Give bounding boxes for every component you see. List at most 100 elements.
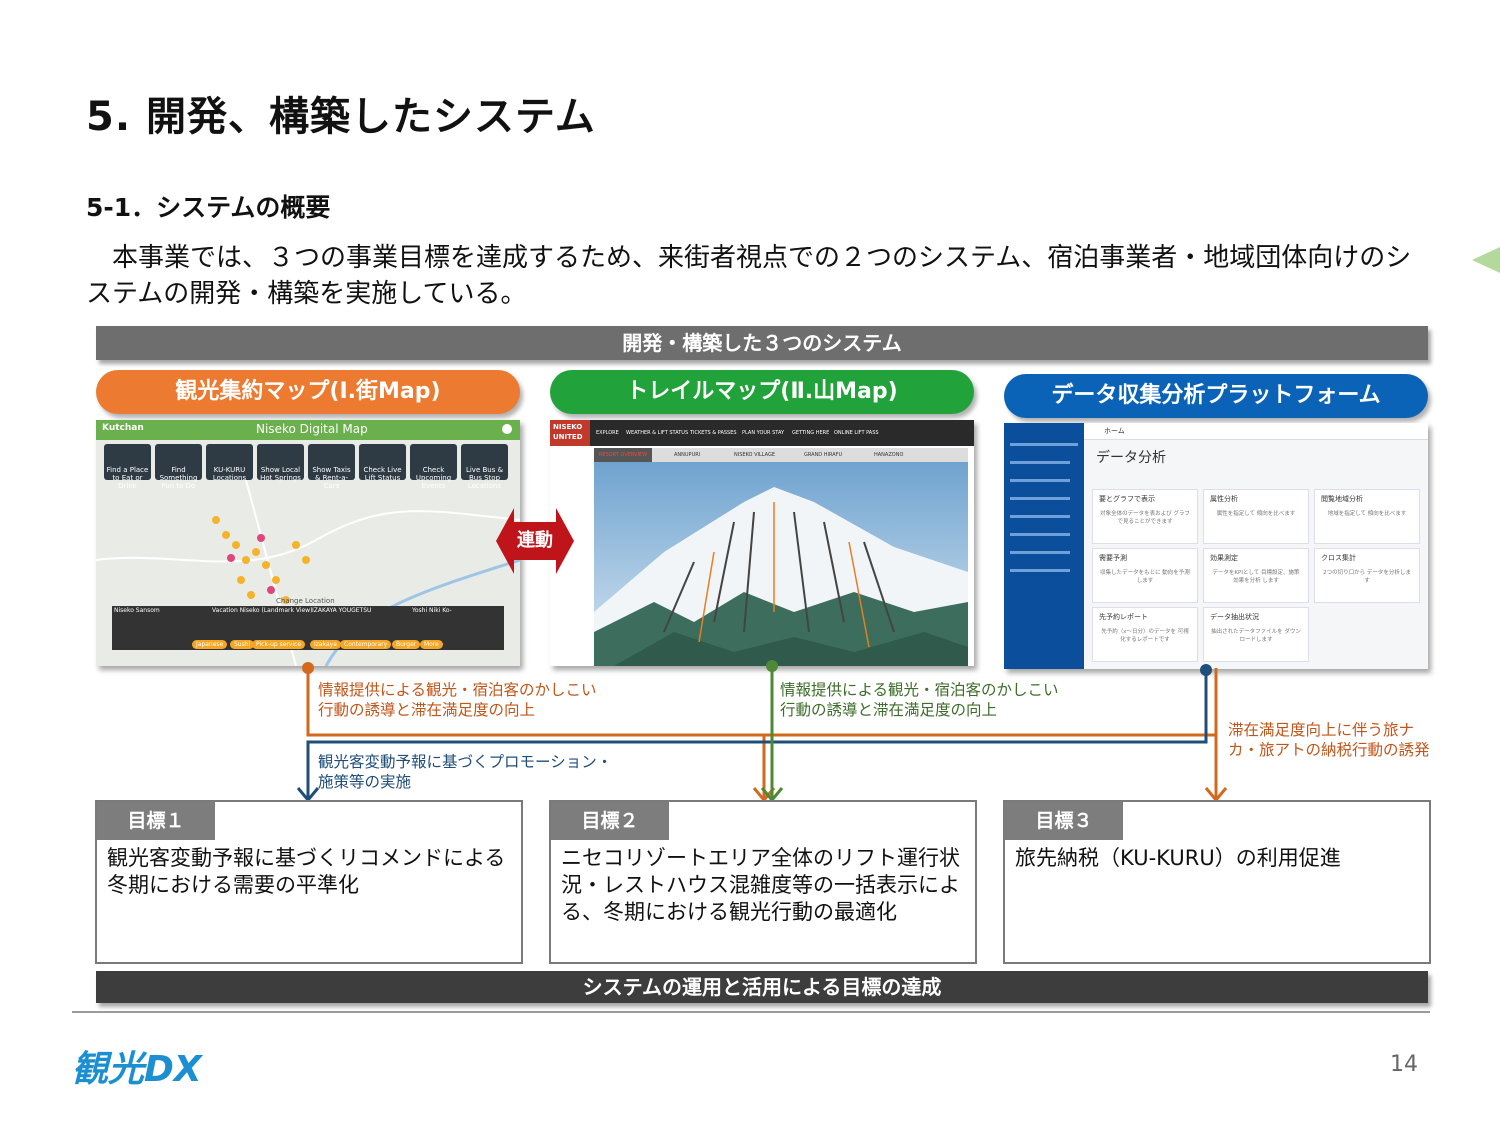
goal-tag-3: 目標３ bbox=[1005, 802, 1123, 840]
intro-paragraph: 本事業では、３つの事業目標を達成するため、来街者視点での２つのシステム、宿泊事業… bbox=[86, 240, 1416, 312]
chip[interactable]: Burger bbox=[392, 640, 420, 649]
footer-divider bbox=[72, 1011, 1430, 1013]
sidebar-item[interactable] bbox=[1010, 443, 1078, 446]
achievement-banner: システムの運用と活用による目標の達成 bbox=[96, 971, 1428, 1003]
analysis-card[interactable]: 効果測定データをKPIとして 目標設定、施策効果を分析 します bbox=[1203, 548, 1309, 603]
analysis-card-body: データをKPIとして 目標設定、施策効果を分析 します bbox=[1210, 569, 1302, 585]
photo-label: IZAKAYA YOUGETSU bbox=[312, 607, 371, 614]
section-subtitle: 5-1．システムの概要 bbox=[86, 188, 330, 224]
analysis-card[interactable]: 要とグラフで表示対象全体のデータを表および グラフで見ることができます bbox=[1092, 489, 1198, 544]
analysis-card[interactable]: 属性分析属性を指定して 傾向を比べます bbox=[1203, 489, 1309, 544]
platform-topbar: ホーム bbox=[1084, 423, 1428, 440]
sidebar-item[interactable] bbox=[1010, 461, 1070, 464]
button-kukuru[interactable]: KU-KURU Locations bbox=[206, 444, 253, 480]
analysis-card-body: 対象全体のデータを表および グラフで見ることができます bbox=[1099, 510, 1191, 526]
analysis-card-title: データ抽出状況 bbox=[1210, 612, 1259, 622]
button-hot-springs[interactable]: Show Local Hot Springs bbox=[257, 444, 304, 480]
analysis-card-title: クロス集計 bbox=[1321, 553, 1356, 563]
analysis-heading: データ分析 bbox=[1096, 447, 1166, 467]
tab-grand-hirafu[interactable]: GRAND HIRAFU bbox=[804, 448, 842, 462]
nav-triangle-icon[interactable] bbox=[1472, 247, 1500, 273]
chip[interactable]: Izakaya bbox=[310, 640, 341, 649]
town-map-screenshot: Kutchan Niseko Digital Map Find a Place … bbox=[96, 420, 520, 666]
sidebar-item[interactable] bbox=[1010, 569, 1070, 572]
analysis-card[interactable]: クロス集計 2つの切り口から データを分析します bbox=[1314, 548, 1420, 603]
button-bus[interactable]: Live Bus & Bus Stop Locations bbox=[461, 444, 508, 480]
tab-hanazono[interactable]: HANAZONO bbox=[874, 448, 903, 462]
topbar-title: ホーム bbox=[1104, 426, 1125, 436]
analysis-card-body: 先予約（x〜日分）のデータを 可視化するレポートです bbox=[1099, 628, 1191, 644]
analysis-cards: 要とグラフで表示対象全体のデータを表および グラフで見ることができます属性分析属… bbox=[1092, 489, 1422, 665]
sidebar-item[interactable] bbox=[1010, 515, 1070, 518]
analysis-card-body: 2つの切り口から データを分析します bbox=[1321, 569, 1413, 585]
button-lift-status[interactable]: Check Live Lift Status bbox=[359, 444, 406, 480]
goal-box-3: 目標３ 旅先納税（KU-KURU）の利用促進 bbox=[1003, 800, 1431, 964]
system3-title: データ収集分析プラットフォーム bbox=[1004, 374, 1428, 418]
analysis-card[interactable]: データ抽出状況抽出されたデータファイルを ダウンロードします bbox=[1203, 607, 1309, 662]
tab-niseko-village[interactable]: NISEKO VILLAGE bbox=[734, 448, 775, 462]
platform-sidebar bbox=[1004, 423, 1084, 669]
page-title: 5. 開発、構築したシステム bbox=[86, 84, 596, 142]
nav-item[interactable]: PLAN YOUR STAY bbox=[742, 430, 784, 436]
chip[interactable]: Sushi bbox=[230, 640, 254, 649]
annotation-town-map: 情報提供による観光・宿泊客のかしこい 行動の誘導と滞在満足度の向上 bbox=[318, 680, 597, 720]
analysis-card-title: 要とグラフで表示 bbox=[1099, 494, 1155, 504]
site-header: NISEKO UNITED EXPLORE WEATHER & LIFT STA… bbox=[550, 420, 974, 446]
analysis-card[interactable]: 需要予測収集したデータをもとに 動向を予測します bbox=[1092, 548, 1198, 603]
photo-label: Yoshi Niki Ko- bbox=[412, 607, 452, 614]
kanko-dx-logo: 観光DX bbox=[72, 1040, 202, 1092]
chip[interactable]: Japanese bbox=[192, 640, 227, 649]
map-title: Niseko Digital Map bbox=[256, 422, 368, 436]
nav-item[interactable]: EXPLORE bbox=[596, 430, 619, 436]
area-label: Kutchan bbox=[102, 423, 144, 433]
brand-logo[interactable]: NISEKO UNITED bbox=[550, 420, 590, 446]
photo-label: Niseko Sansom bbox=[114, 607, 160, 614]
mountain-illustration[interactable] bbox=[594, 462, 968, 666]
link-label: 連動 bbox=[514, 526, 556, 552]
goal-text-2: ニセコリゾートエリア全体のリフト運行状況・レストハウス混雑度等の一括表示による、… bbox=[561, 845, 965, 926]
nav-item[interactable]: WEATHER & LIFT STATUS bbox=[626, 430, 688, 436]
sidebar-item[interactable] bbox=[1010, 479, 1070, 482]
goal-box-2: 目標２ ニセコリゾートエリア全体のリフト運行状況・レストハウス混雑度等の一括表示… bbox=[549, 800, 977, 964]
sidebar-item[interactable] bbox=[1010, 551, 1070, 554]
photo-label: Vacation Niseko (Landmark View) bbox=[212, 607, 312, 614]
change-location[interactable]: Change Location bbox=[276, 597, 335, 605]
category-chips: Japanese Sushi Pick-up service Izakaya C… bbox=[192, 640, 492, 652]
trail-map-screenshot: NISEKO UNITED EXPLORE WEATHER & LIFT STA… bbox=[550, 420, 974, 666]
tab-annupuri[interactable]: ANNUPURI bbox=[674, 448, 700, 462]
analysis-card[interactable]: 閲覧地域分析地域を指定して 傾向を比べます bbox=[1314, 489, 1420, 544]
sidebar-item[interactable] bbox=[1010, 497, 1070, 500]
nav-item[interactable]: GETTING HERE bbox=[792, 430, 829, 436]
analysis-card[interactable]: 先予約レポート先予約（x〜日分）のデータを 可視化するレポートです bbox=[1092, 607, 1198, 662]
analysis-card-title: 閲覧地域分析 bbox=[1321, 494, 1363, 504]
goal-text-3: 旅先納税（KU-KURU）の利用促進 bbox=[1015, 845, 1419, 872]
analysis-card-body: 属性を指定して 傾向を比べます bbox=[1210, 510, 1302, 518]
chip[interactable]: Pick-up service bbox=[252, 640, 305, 649]
systems-banner: 開発・構築した３つのシステム bbox=[96, 326, 1428, 360]
analysis-card-title: 属性分析 bbox=[1210, 494, 1238, 504]
button-taxis[interactable]: Show Taxis & Rent-a-Cars bbox=[308, 444, 355, 480]
nav-item[interactable]: TICKETS & PASSES bbox=[690, 430, 737, 436]
button-fun[interactable]: Find Something Fun to Do bbox=[155, 444, 202, 480]
chip[interactable]: More bbox=[420, 640, 443, 649]
page-number: 14 bbox=[1390, 1052, 1418, 1077]
annotation-promotion: 観光客変動予報に基づくプロモーション・ 施策等の実施 bbox=[318, 752, 612, 792]
nav-item[interactable]: ONLINE LIFT PASS bbox=[834, 430, 879, 436]
analysis-card-body: 抽出されたデータファイルを ダウンロードします bbox=[1210, 628, 1302, 644]
flag-icon[interactable] bbox=[502, 424, 512, 434]
annotation-tax: 滞在満足度向上に伴う旅ナ カ・旅アトの納税行動の誘発 bbox=[1228, 720, 1430, 760]
button-events[interactable]: Check Upcoming Events bbox=[410, 444, 457, 480]
system1-title: 観光集約マップ(Ⅰ.街Map) bbox=[96, 370, 520, 414]
goal-text-1: 観光客変動予報に基づくリコメンドによる冬期における需要の平準化 bbox=[107, 845, 511, 899]
brand-top: NISEKO bbox=[553, 423, 582, 431]
analysis-card-title: 効果測定 bbox=[1210, 553, 1238, 563]
resort-tabs: RESORT OVERVIEW ANNUPURI NISEKO VILLAGE … bbox=[594, 448, 968, 462]
button-eat[interactable]: Find a Place to Eat or Drink bbox=[104, 444, 151, 480]
analysis-card-body: 地域を指定して 傾向を比べます bbox=[1321, 510, 1413, 518]
tab-resort-overview[interactable]: RESORT OVERVIEW bbox=[594, 448, 652, 462]
goal-tag-2: 目標２ bbox=[551, 802, 669, 840]
system2-title: トレイルマップ(Ⅱ.山Map) bbox=[550, 370, 974, 414]
goal-tag-1: 目標１ bbox=[97, 802, 215, 840]
chip[interactable]: Contemporary bbox=[340, 640, 391, 649]
sidebar-item[interactable] bbox=[1010, 533, 1070, 536]
